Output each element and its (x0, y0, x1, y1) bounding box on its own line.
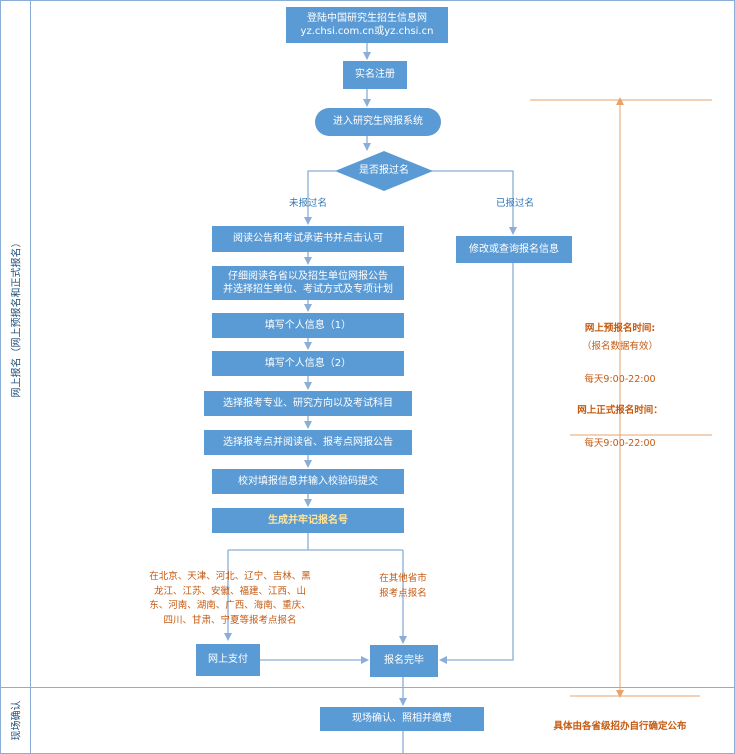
verify-box: 校对填报信息并输入校验码提交 (212, 469, 404, 494)
pre-registration-time: 每天9:00-22:00 (584, 374, 656, 385)
generate-number-box: 生成并牢记报名号 (212, 508, 404, 533)
login-line2: yz.chsi.com.cn或yz.chsi.cn (300, 26, 434, 37)
read-notice-box: 阅读公告和考试承诺书并点击认可 (212, 226, 404, 252)
fill-info1-box: 填写个人信息（1） (212, 313, 404, 338)
branch-yes-label: 已报过名 (495, 198, 534, 209)
pre-registration-note: （报名数据有效） (581, 341, 658, 352)
done-box: 报名完毕 (370, 645, 438, 677)
register-box: 实名注册 (343, 61, 407, 89)
formal-registration-title: 网上正式报名时间： (577, 405, 663, 416)
other-line: 报考点报名 (379, 587, 427, 599)
onsite-schedule-note: 具体由各省级招办自行确定公布 (553, 721, 687, 732)
lane-label-onsite: 现场确认 (11, 700, 23, 741)
provinces-line: 四川、甘肃、宁夏等报考点报名 (163, 615, 297, 627)
choose-major-box: 选择报考专业、研究方向以及考试科目 (204, 391, 412, 416)
provinces-line: 龙江、江苏、安徽、福建、江西、山 (153, 585, 306, 597)
provinces-branch-label: 在北京、天津、河北、辽宁、吉林、黑 龙江、江苏、安徽、福建、江西、山 东、河南、… (132, 570, 328, 629)
main-connectors (224, 43, 517, 754)
read-provinces-box: 仔细阅读各省以及招生单位网报公告 并选择招生单位、考试方式及专项计划 (212, 266, 404, 300)
login-box: 登陆中国研究生招生信息网 yz.chsi.com.cn或yz.chsi.cn (286, 7, 448, 43)
pre-registration-title: 网上预报名时间: (584, 323, 656, 334)
branch-no-label: 未报过名 (288, 198, 327, 209)
other-branch-label: 在其他省市 报考点报名 (366, 572, 440, 601)
modify-box: 修改或查询报名信息 (456, 236, 572, 263)
timeline-connectors (530, 97, 712, 698)
choose-site-box: 选择报考点并阅读省、报考点网报公告 (204, 430, 412, 455)
decision-label: 是否报过名 (359, 165, 409, 177)
other-line: 在其他省市 (379, 573, 427, 584)
lane-label-online: 网上报名（网上预报名和正式报名） (11, 237, 23, 398)
provinces-line: 东、河南、湖南、广西、海南、重庆、 (149, 600, 311, 612)
decision-diamond (335, 151, 433, 191)
login-line1: 登陆中国研究生招生信息网 (307, 12, 427, 24)
read-provinces-line2: 并选择招生单位、考试方式及专项计划 (223, 284, 393, 295)
fill-info2-box: 填写个人信息（2） (212, 351, 404, 376)
formal-registration-time: 每天9:00-22:00 (584, 438, 656, 449)
enter-system-box: 进入研究生网报系统 (315, 108, 441, 136)
read-provinces-line1: 仔细阅读各省以及招生单位网报公告 (228, 270, 388, 282)
pay-online-box: 网上支付 (196, 644, 260, 676)
onsite-confirm-box: 现场确认、照相并缴费 (320, 707, 484, 731)
provinces-line: 在北京、天津、河北、辽宁、吉林、黑 (149, 571, 311, 582)
